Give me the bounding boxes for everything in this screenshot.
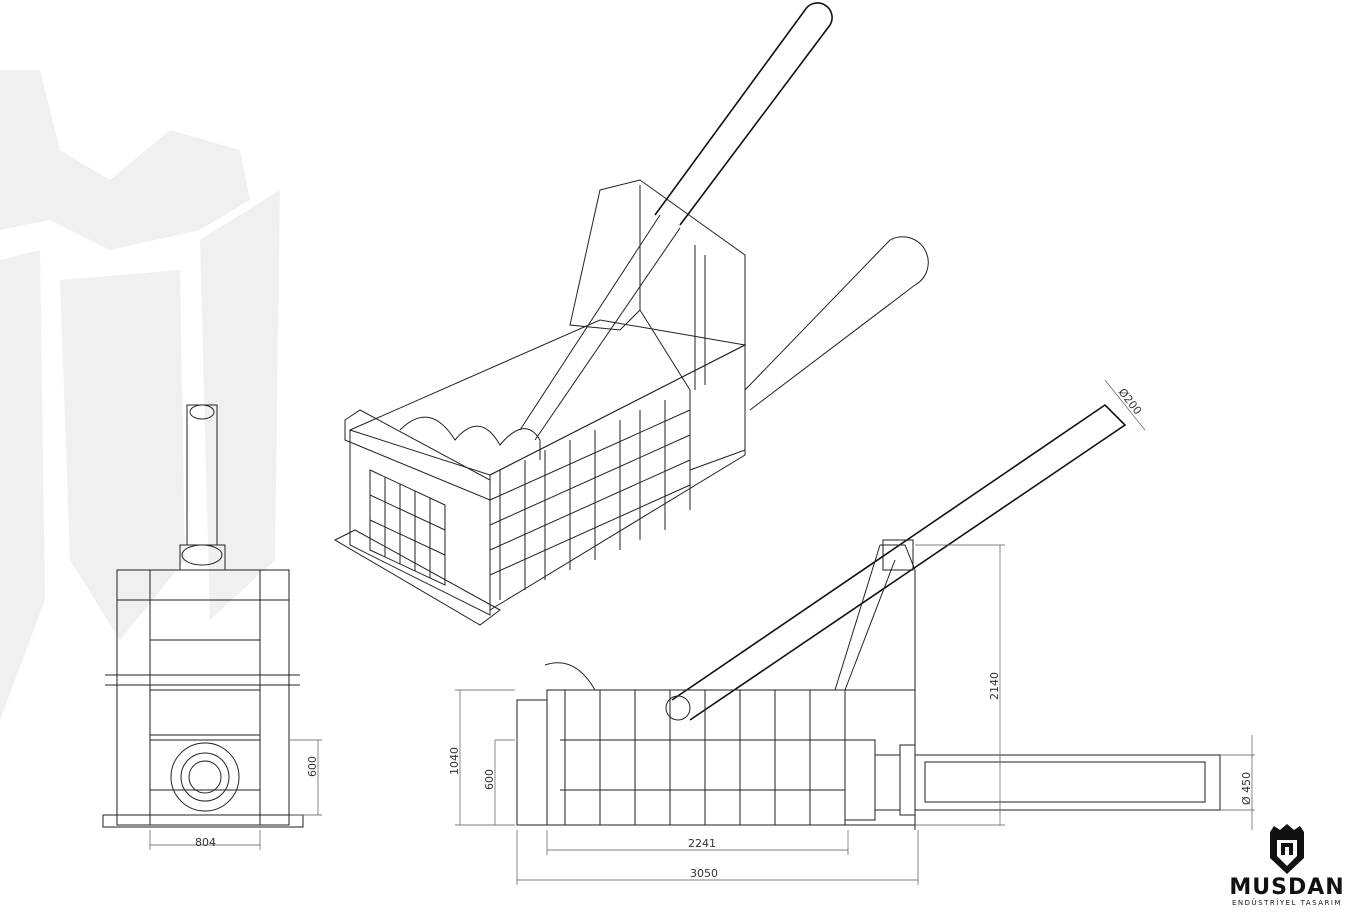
musdan-logo: MUSDAN ENDÜSTRİYEL TASARIM [1212, 822, 1362, 908]
dim-width: 804 [195, 836, 216, 849]
dim-front-height: 600 [306, 756, 319, 777]
dim-pivot-height: 2140 [988, 672, 1001, 700]
dim-chamber-length: 2241 [688, 837, 716, 850]
dim-rod-diameter: Ø200 [1116, 386, 1145, 417]
watermark-logo [0, 70, 280, 720]
dim-overall-height: 1040 [448, 747, 461, 775]
side-view: 2241 3050 1040 600 2140 Ø 450 Ø200 [448, 379, 1255, 885]
logo-brand: MUSDAN [1229, 875, 1345, 900]
logo-tagline: ENDÜSTRİYEL TASARIM [1232, 899, 1342, 907]
dim-box-height: 600 [483, 769, 496, 790]
musdan-logo-emblem [1270, 824, 1304, 874]
front-view: 804 600 [102, 404, 322, 850]
dim-overall-length: 3050 [690, 867, 718, 880]
dim-cylinder-diameter: Ø 450 [1240, 772, 1253, 805]
isometric-view [333, 2, 929, 626]
